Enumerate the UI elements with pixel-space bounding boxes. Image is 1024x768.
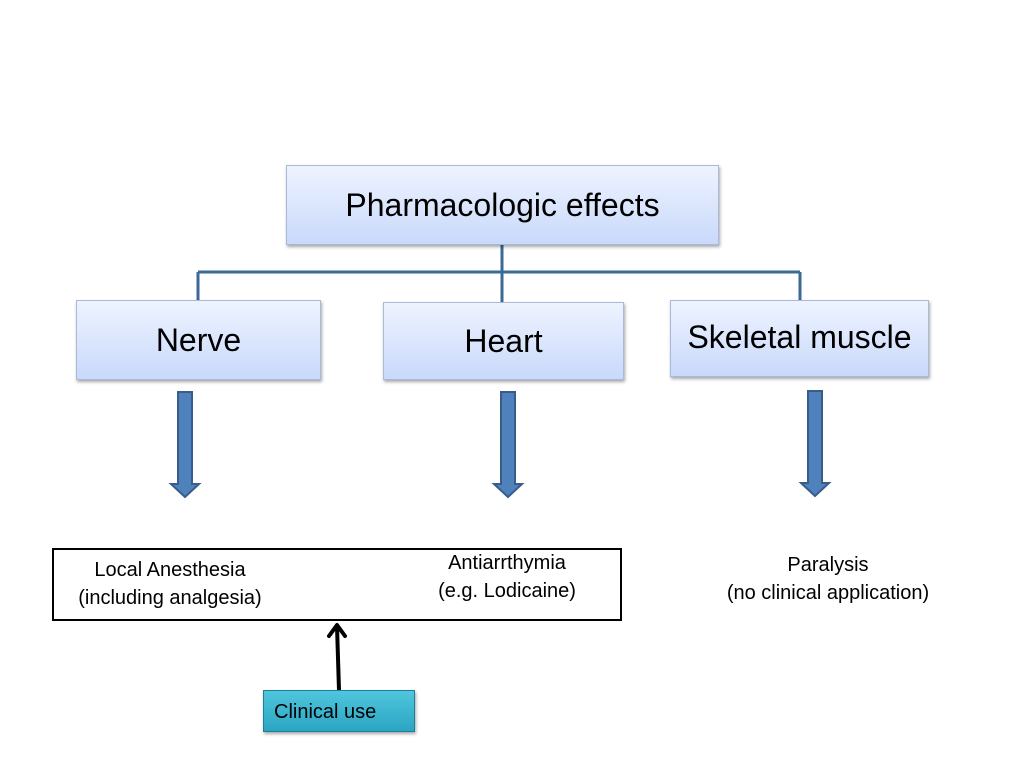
local-anesthesia-line2: (including analgesia) — [78, 587, 262, 609]
heart-down-arrow — [491, 391, 525, 499]
muscle-down-arrow — [798, 390, 832, 498]
paralysis-line1: Paralysis — [787, 554, 869, 576]
clinical-use-label: Clinical use — [274, 701, 377, 723]
skeletal-muscle-node-label: Skeletal muscle — [687, 319, 912, 355]
local-anesthesia-text: Local Anesthesia (including analgesia) — [60, 556, 280, 612]
root-node-label: Pharmacologic effects — [345, 186, 660, 223]
root-node-box: Pharmacologic effects — [286, 165, 719, 245]
local-anesthesia-line1: Local Anesthesia — [94, 559, 246, 581]
heart-node-label: Heart — [464, 322, 543, 359]
heart-node-box: Heart — [383, 302, 624, 380]
antiarrhythmia-line1: Antiarrthymia — [448, 552, 566, 574]
clinical-use-box: Clinical use — [263, 690, 415, 732]
paralysis-text: Paralysis (no clinical application) — [700, 551, 956, 607]
tree-connectors — [196, 245, 802, 302]
nerve-node-label: Nerve — [155, 321, 242, 358]
nerve-down-arrow — [168, 391, 202, 499]
antiarrhythmia-line2: (e.g. Lodicaine) — [438, 580, 576, 602]
clinical-outcomes-box — [52, 548, 622, 621]
skeletal-muscle-node-box: Skeletal muscle — [670, 300, 929, 377]
nerve-node-box: Nerve — [76, 300, 321, 380]
paralysis-line2: (no clinical application) — [726, 582, 930, 604]
antiarrhythmia-text: Antiarrthymia (e.g. Lodicaine) — [412, 549, 602, 605]
